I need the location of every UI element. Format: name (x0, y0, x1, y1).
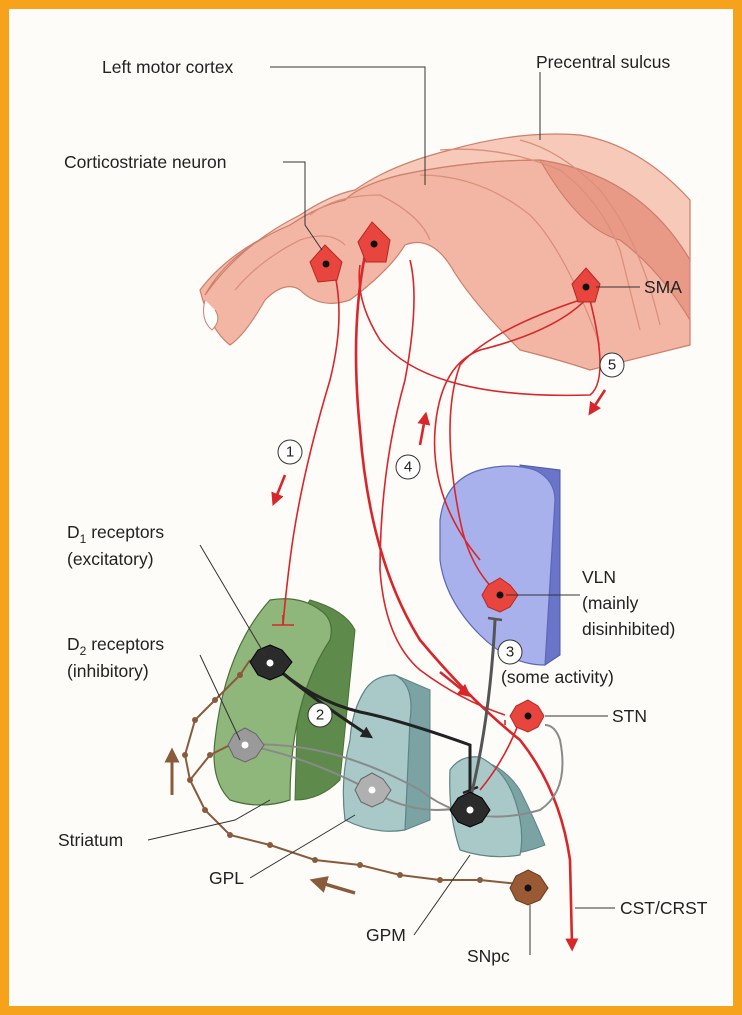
label-d2-inhibitory: (inhibitory) (67, 661, 149, 681)
step-4-marker: 4 (396, 455, 420, 479)
step-3-marker: 3 (498, 640, 522, 664)
svg-text:1: 1 (286, 444, 294, 461)
label-some-activity: (some activity) (501, 667, 614, 687)
label-d1-receptors: D1 receptors (67, 522, 164, 546)
motor-cortex-block (200, 134, 690, 370)
label-sma: SMA (644, 277, 682, 297)
leader-striatum (148, 800, 270, 840)
step-1-marker: 1 (278, 440, 302, 464)
label-d1-excitatory: (excitatory) (67, 549, 154, 569)
label-cst-crst: CST/CRST (620, 898, 708, 918)
label-stn: STN (612, 706, 647, 726)
label-precentral-sulcus: Precentral sulcus (536, 52, 670, 72)
label-vln: VLN (582, 567, 616, 587)
stn-neuron (510, 700, 544, 732)
snpc-neuron (510, 870, 548, 905)
svg-text:2: 2 (316, 707, 324, 724)
label-gpl: GPL (209, 868, 244, 888)
label-corticostriate-neuron: Corticostriate neuron (64, 152, 226, 172)
label-d2-receptors: D2 receptors (67, 634, 164, 658)
stn-arrow (440, 672, 466, 693)
label-gpm: GPM (366, 925, 406, 945)
svg-text:4: 4 (404, 459, 412, 476)
step1-arrow (275, 475, 285, 500)
step-2-marker: 2 (308, 703, 332, 727)
striatum (214, 599, 355, 805)
label-snpc: SNpc (467, 946, 510, 966)
svg-text:5: 5 (608, 357, 616, 374)
leader-gpl (250, 815, 355, 878)
leader-gpm (414, 855, 470, 935)
step-5-marker: 5 (600, 353, 624, 377)
step4-arrow (420, 418, 425, 445)
thalamus-vln (440, 465, 560, 665)
label-left-motor-cortex: Left motor cortex (102, 57, 234, 77)
svg-text:3: 3 (506, 644, 514, 661)
label-striatum: Striatum (58, 830, 123, 850)
step5-arrow (592, 390, 605, 410)
leader-d1 (200, 545, 265, 655)
label-vln-line3: disinhibited) (582, 619, 675, 639)
label-vln-line2: (mainly (582, 593, 639, 613)
